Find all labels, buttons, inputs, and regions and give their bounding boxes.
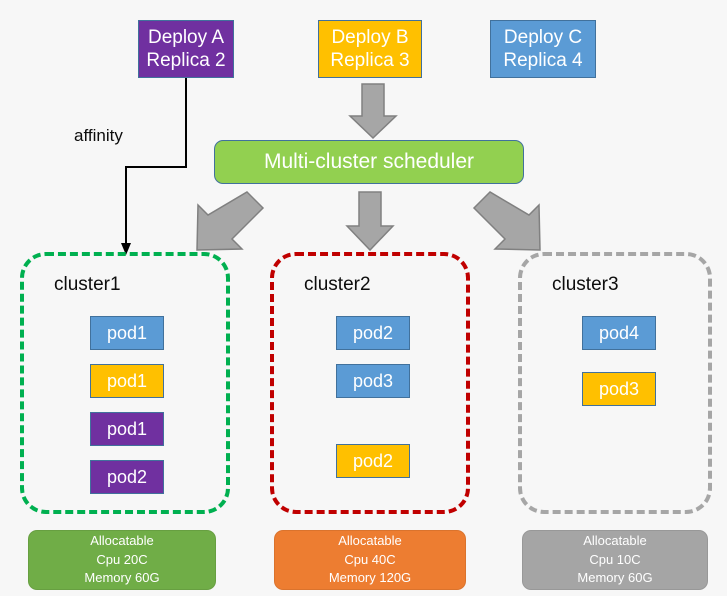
scheduler-label: Multi-cluster scheduler [263, 150, 475, 174]
cluster2-pod-1[interactable]: pod2 [336, 316, 410, 350]
affinity-connector [121, 78, 187, 255]
deploy-c-replica: Replica 4 [503, 50, 583, 71]
cluster1-allocatable-box: Allocatable Cpu 20C Memory 60G [28, 530, 216, 590]
cluster2-label: cluster2 [304, 274, 371, 295]
deploy-c-box[interactable]: Deploy C Replica 4 [490, 20, 596, 78]
deploy-a-box[interactable]: Deploy A Replica 2 [138, 20, 234, 78]
cluster3-allocatable-title: Allocatable [583, 532, 647, 548]
cluster3-allocatable-cpu: Cpu 10C [589, 551, 641, 567]
deploy-a-replica: Replica 2 [146, 50, 226, 71]
cluster3-container[interactable]: cluster3 pod4 pod3 [518, 252, 712, 514]
cluster2-container[interactable]: cluster2 pod2 pod3 pod2 [270, 252, 470, 514]
cluster1-pod-4[interactable]: pod2 [90, 460, 164, 494]
cluster1-pod-1[interactable]: pod1 [90, 316, 164, 350]
arrow-scheduler-to-cluster3 [472, 191, 541, 251]
cluster1-label: cluster1 [54, 274, 121, 295]
arrow-scheduler-to-cluster2 [345, 191, 395, 252]
cluster1-pod-3[interactable]: pod1 [90, 412, 164, 446]
cluster1-pod-2[interactable]: pod1 [90, 364, 164, 398]
deploy-a-name: Deploy A [147, 26, 225, 48]
cluster2-allocatable-cpu: Cpu 40C [344, 551, 396, 567]
cluster2-pod-3[interactable]: pod2 [336, 444, 410, 478]
deploy-b-name: Deploy B [331, 26, 409, 48]
cluster1-allocatable-title: Allocatable [90, 532, 154, 548]
deploy-b-replica: Replica 3 [330, 50, 410, 71]
arrow-scheduler-to-cluster1 [196, 191, 265, 251]
multi-cluster-scheduler-box[interactable]: Multi-cluster scheduler [214, 140, 524, 184]
cluster2-allocatable-title: Allocatable [338, 532, 402, 548]
cluster3-pod-2[interactable]: pod3 [582, 372, 656, 406]
cluster1-allocatable-cpu: Cpu 20C [96, 551, 148, 567]
cluster1-allocatable-memory: Memory 60G [84, 570, 160, 586]
affinity-label: affinity [74, 126, 123, 145]
deploy-b-box[interactable]: Deploy B Replica 3 [318, 20, 422, 78]
cluster2-pod-2[interactable]: pod3 [336, 364, 410, 398]
cluster3-pod-1[interactable]: pod4 [582, 316, 656, 350]
deploy-c-name: Deploy C [503, 26, 583, 48]
cluster3-label: cluster3 [552, 274, 619, 295]
cluster1-container[interactable]: cluster1 pod1 pod1 pod1 pod2 [20, 252, 230, 514]
cluster2-allocatable-memory: Memory 120G [328, 570, 412, 586]
cluster3-allocatable-memory: Memory 60G [577, 570, 653, 586]
cluster2-allocatable-box: Allocatable Cpu 40C Memory 120G [274, 530, 466, 590]
arrow-deploy-b-to-scheduler [348, 83, 398, 140]
cluster3-allocatable-box: Allocatable Cpu 10C Memory 60G [522, 530, 708, 590]
